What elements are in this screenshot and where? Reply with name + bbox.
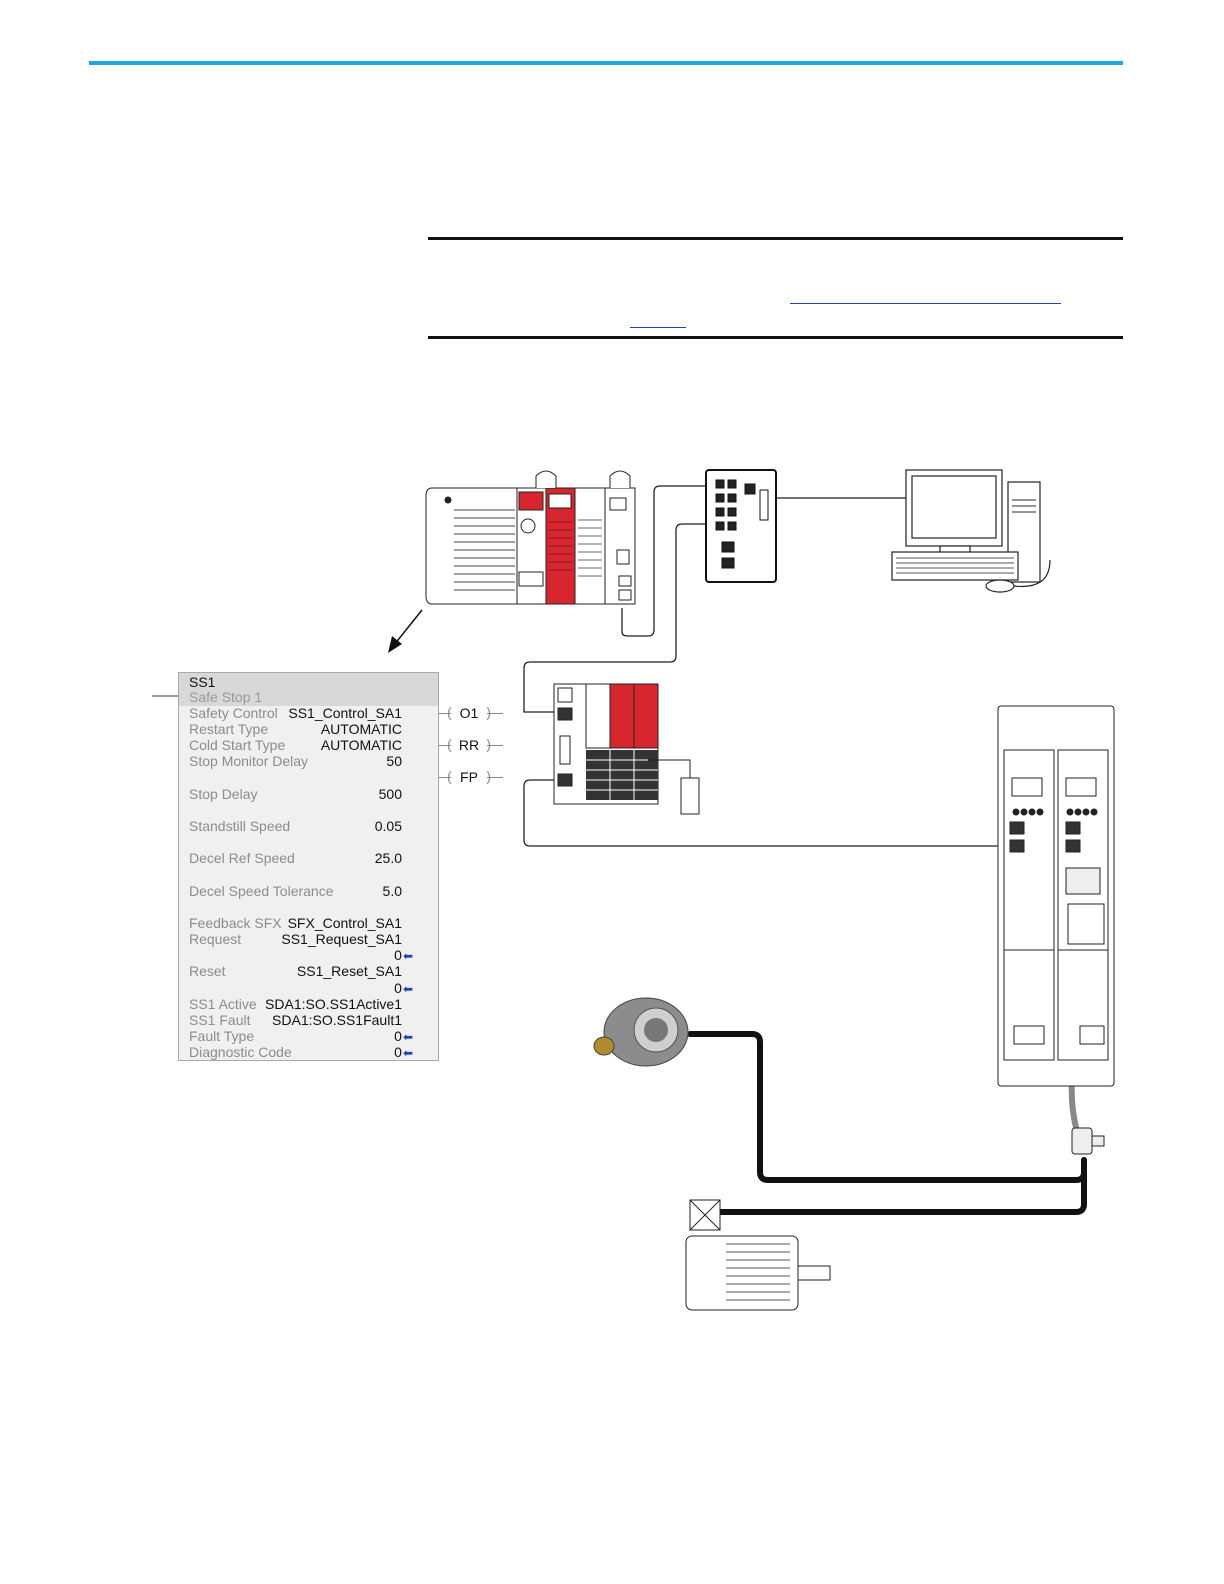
param-value[interactable]: SS1_Reset_SA1 — [296, 963, 402, 979]
param-label: SS1 Fault — [189, 1012, 251, 1028]
param-value[interactable]: 50 — [386, 753, 402, 769]
output-fp[interactable]: FP — [447, 768, 491, 785]
live-value: 0⬅ — [394, 947, 413, 964]
param-row: Standstill Speed 0.05 — [189, 818, 402, 835]
param-row: Decel Ref Speed 25.0 — [189, 850, 402, 867]
param-label: Standstill Speed — [189, 818, 291, 834]
param-label: Stop Monitor Delay — [189, 753, 309, 769]
callout-arrow — [388, 609, 423, 653]
param-label: Decel Ref Speed — [189, 850, 295, 866]
param-row: Stop Delay 500 — [189, 786, 402, 803]
param-label: Request — [189, 931, 242, 947]
param-row: Diagnostic Code 0⬅ — [189, 1044, 413, 1061]
param-row: Fault Type 0⬅ — [189, 1028, 413, 1045]
param-value[interactable]: 25.0 — [374, 850, 402, 866]
ethernet-cables — [523, 485, 1066, 848]
param-value[interactable]: SS1_Request_SA1 — [281, 931, 402, 947]
live-value-text: 0 — [394, 947, 402, 963]
param-row: SS1 Fault SDA1:SO.SS1Fault1 — [189, 1012, 402, 1029]
param-row: Cold Start Type AUTOMATIC — [189, 737, 402, 754]
param-label: Stop Delay — [189, 786, 258, 802]
param-value[interactable]: AUTOMATIC — [320, 737, 402, 753]
param-value: 0 — [394, 1044, 402, 1060]
guard-io-module — [553, 683, 700, 815]
param-row: Request SS1_Request_SA1 — [189, 931, 402, 948]
note-link-underline-2[interactable] — [630, 327, 686, 328]
param-label: Restart Type — [189, 721, 269, 737]
param-value[interactable]: 5.0 — [382, 883, 402, 899]
output-o1[interactable]: O1 — [447, 704, 491, 721]
param-label: Diagnostic Code — [189, 1044, 292, 1060]
param-row: Safety Control SS1_Control_SA1 — [189, 705, 402, 722]
ss1-header: SS1 Safe Stop 1 — [179, 673, 438, 706]
feedback-cables — [687, 1031, 1087, 1215]
param-label: Decel Speed Tolerance — [189, 883, 334, 899]
param-value[interactable]: 500 — [378, 786, 402, 802]
param-value-wrap: 0⬅ — [394, 1044, 413, 1062]
live-value-text: 0 — [394, 980, 402, 996]
note-top-rule — [428, 237, 1123, 240]
param-value-wrap: 0⬅ — [394, 1028, 413, 1046]
encoder-image — [593, 997, 689, 1067]
ss1-instruction-block[interactable]: SS1 Safe Stop 1 Safety Control SS1_Contro… — [178, 672, 439, 1061]
ethernet-switch — [705, 469, 777, 583]
instruction-name: SS1 — [189, 674, 216, 690]
param-row: Restart Type AUTOMATIC — [189, 721, 402, 738]
param-label: Cold Start Type — [189, 737, 286, 753]
servo-motor — [685, 1199, 831, 1311]
param-value[interactable]: SDA1:SO.SS1Active1 — [265, 996, 402, 1012]
param-row: Stop Monitor Delay 50 — [189, 753, 402, 770]
controllogix-chassis — [425, 470, 636, 605]
note-link-underline[interactable] — [790, 303, 1061, 304]
note-bottom-rule — [428, 336, 1123, 339]
param-row: Feedback SFX SFX_Control_SA1 — [189, 915, 402, 932]
param-label: SS1 Active — [189, 996, 257, 1012]
param-row: Decel Speed Tolerance 5.0 — [189, 883, 402, 900]
output-rr[interactable]: RR — [447, 736, 491, 753]
arrow-left-icon: ⬅ — [402, 949, 413, 963]
param-value[interactable]: SS1_Control_SA1 — [288, 705, 402, 721]
param-row: Reset SS1_Reset_SA1 — [189, 963, 402, 980]
param-row: SS1 Active SDA1:SO.SS1Active1 — [189, 996, 402, 1013]
arrow-left-icon: ⬅ — [402, 1030, 413, 1044]
param-value[interactable]: SFX_Control_SA1 — [287, 915, 402, 931]
param-value[interactable]: AUTOMATIC — [320, 721, 402, 737]
workstation — [891, 469, 1051, 593]
arrow-left-icon: ⬅ — [402, 1046, 413, 1060]
param-value[interactable]: SDA1:SO.SS1Fault1 — [272, 1012, 402, 1028]
param-label: Safety Control — [189, 705, 278, 721]
servo-drive — [997, 705, 1115, 1087]
param-label: Fault Type — [189, 1028, 255, 1044]
param-value: 0 — [394, 1028, 402, 1044]
param-value[interactable]: 0.05 — [374, 818, 402, 834]
cable-connector — [1071, 1127, 1105, 1155]
instruction-description: Safe Stop 1 — [189, 689, 263, 705]
arrow-left-icon: ⬅ — [402, 982, 413, 996]
param-label: Feedback SFX — [189, 915, 282, 931]
param-label: Reset — [189, 963, 226, 979]
header-rule — [89, 61, 1123, 65]
live-value: 0⬅ — [394, 980, 413, 997]
